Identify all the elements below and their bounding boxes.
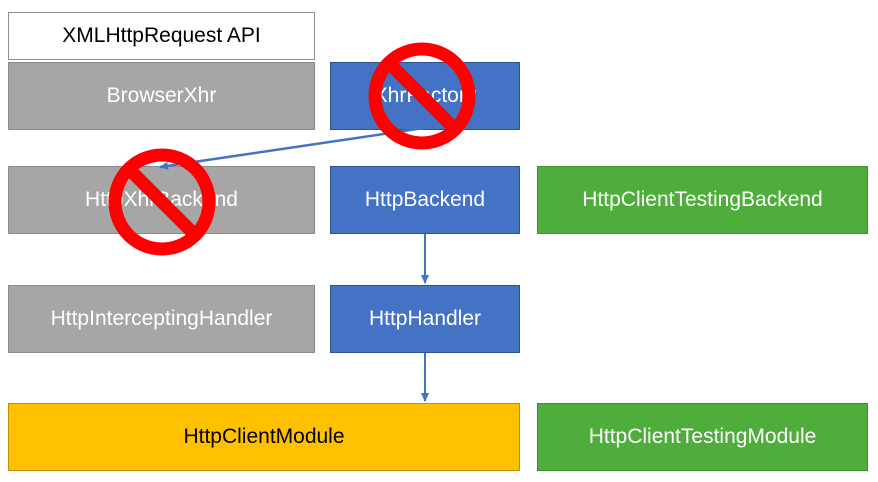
prohibited-icon [368,42,476,150]
arrow-xhr-factory-to-http-xhr-backend [159,126,425,170]
http-handler-box: HttpHandler [330,285,520,353]
http-backend-box: HttpBackend [330,166,520,234]
http-client-module-box: HttpClientModule [8,403,520,471]
http-client-testing-backend-box: HttpClientTestingBackend [537,166,868,234]
xmlhttprequest-api-box: XMLHttpRequest API [8,12,315,60]
browser-xhr-box: BrowserXhr [8,62,315,130]
prohibited-icon [108,148,216,256]
http-client-testing-module-box: HttpClientTestingModule [537,403,868,471]
http-intercepting-handler-box: HttpInterceptingHandler [8,285,315,353]
